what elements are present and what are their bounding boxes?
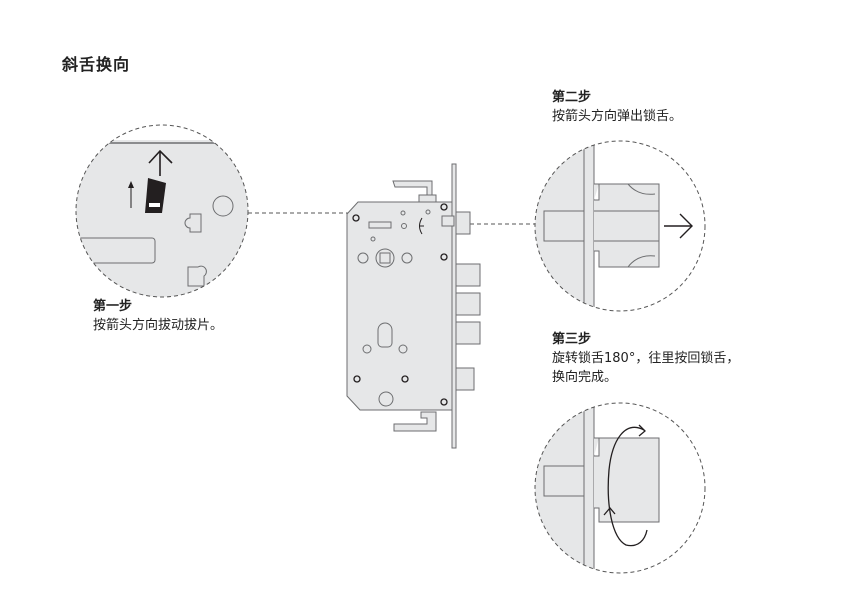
step-3-description-line-2: 换向完成。 xyxy=(552,370,618,385)
page-title: 斜舌换向 xyxy=(62,55,131,74)
step-1-description: 按箭头方向拔动拔片。 xyxy=(93,318,224,333)
step-3-text: 第三步 旋转锁舌180°，往里按回锁舌， 换向完成。 xyxy=(552,330,739,387)
mortise-lock-body xyxy=(346,163,481,449)
step-3-description-line-1: 旋转锁舌180°，往里按回锁舌， xyxy=(552,351,740,366)
step-2-heading: 第二步 xyxy=(552,90,592,105)
detail-circle-step-3 xyxy=(534,402,706,574)
detail-circle-step-1 xyxy=(75,124,249,298)
step-2-text: 第二步 按箭头方向弹出锁舌。 xyxy=(552,88,682,126)
rotate-arrow-icon xyxy=(603,424,648,547)
detail-circle-step-2 xyxy=(534,140,706,312)
step-3-heading: 第三步 xyxy=(552,332,592,347)
step-1-heading: 第一步 xyxy=(93,299,133,314)
step-1-text: 第一步 按箭头方向拔动拔片。 xyxy=(93,297,223,335)
step-2-description: 按箭头方向弹出锁舌。 xyxy=(552,109,683,124)
